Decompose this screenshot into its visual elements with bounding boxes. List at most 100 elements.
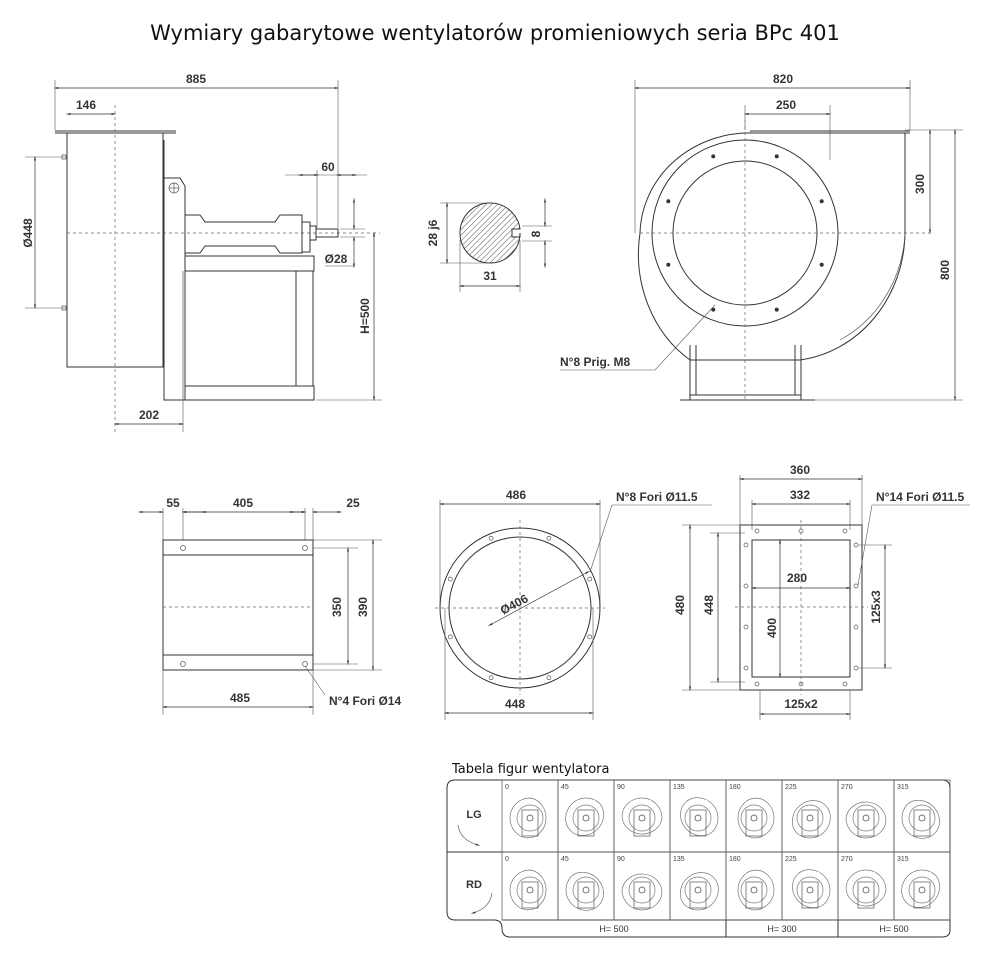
- fan-figure-cell: 90: [613, 851, 671, 921]
- fan-thumbnail-icon: [565, 797, 605, 837]
- shaft: [315, 228, 339, 238]
- height-label-2: H= 300: [767, 924, 796, 934]
- fan-thumbnail-icon: [621, 873, 663, 911]
- angle-label: 135: [673, 856, 685, 863]
- bolt-hole: [587, 634, 593, 640]
- base-plate: [184, 385, 315, 401]
- fan-thumbnail-icon: [901, 869, 941, 909]
- fan-figure-cell: 315: [893, 779, 951, 853]
- angle-label: 90: [617, 784, 625, 791]
- angle-label: 180: [729, 784, 741, 791]
- dim-shaft-diameter: Ø28: [325, 252, 348, 266]
- outlet-body: [162, 539, 314, 671]
- rotation-arrow-cw-icon: [470, 892, 493, 914]
- dim-front-width: 820: [773, 72, 793, 86]
- fan-figure-cell: 90: [613, 779, 671, 853]
- angle-label: 270: [841, 784, 853, 791]
- bolt-hole: [488, 535, 494, 541]
- angle-label: 90: [617, 856, 625, 863]
- bolt-hole: [743, 665, 749, 671]
- bolt-hole: [819, 262, 824, 267]
- bolt-hole: [666, 262, 671, 267]
- dim-flange-inner: 448: [505, 697, 525, 711]
- fan-thumbnail-icon: [680, 797, 719, 837]
- dim-outlet-d3: 25: [346, 496, 360, 510]
- bolt-hole: [853, 542, 859, 548]
- dim-outlet-flange-bolt-height: 448: [702, 595, 716, 615]
- front-bolts: [666, 154, 824, 312]
- bolt-hole: [488, 675, 494, 681]
- bolt-hole: [774, 307, 779, 312]
- angle-label: 315: [897, 784, 909, 791]
- bolt-hole: [711, 154, 716, 159]
- bolt-hole: [774, 154, 779, 159]
- page-title: Wymiary gabarytowe wentylatorów promieni…: [150, 21, 840, 45]
- bearing-support-plate: [184, 255, 315, 272]
- fan-thumbnail-icon: [509, 797, 547, 839]
- fan-figure-cell: 0: [501, 779, 559, 853]
- angle-label: 0: [505, 856, 509, 863]
- angle-label: 270: [841, 856, 853, 863]
- angle-label: 0: [505, 784, 509, 791]
- fan-thumbnail-icon: [679, 872, 719, 911]
- bolt-hole: [587, 576, 593, 582]
- dim-outlet-outer-height: 390: [356, 597, 370, 617]
- fan-figure-cell: 270: [837, 851, 895, 921]
- fan-thumbnail-icon: [737, 869, 775, 911]
- dim-bolt-circle: Ø406: [498, 591, 531, 617]
- dim-outlet-d1: 55: [166, 496, 180, 510]
- dim-inlet-offset: 146: [76, 98, 96, 112]
- inlet-flange: 486 Ø406 448 N°8 Fori Ø11.5: [435, 488, 712, 720]
- dim-base-offset: 202: [139, 408, 159, 422]
- volute-casing: [637, 132, 906, 361]
- fan-housing: [66, 132, 164, 368]
- dim-outlet-flange-bolt-width: 332: [790, 488, 810, 502]
- fan-figure-cell: 225: [781, 779, 839, 853]
- front-holes-label: N°8 Prig. M8: [560, 355, 630, 369]
- fan-figure-cell: 225: [781, 851, 839, 921]
- angle-label: 315: [897, 856, 909, 863]
- dim-outlet-length: 485: [230, 691, 250, 705]
- fan-thumbnail-icon: [845, 801, 887, 839]
- bolt-hole: [711, 307, 716, 312]
- angle-label: 225: [785, 856, 797, 863]
- bearing-housing: [184, 214, 303, 254]
- fan-thumbnail-icon: [737, 797, 775, 839]
- fan-figure-cell: 0: [501, 851, 559, 921]
- dim-shaft-height: H=500: [358, 298, 372, 334]
- dim-pitch-vertical: 125x3: [869, 590, 883, 624]
- dim-outlet-flange-outer-height: 480: [673, 595, 687, 615]
- outlet-side-view: 55 405 25 350 390 485 N°4 Fori Ø14: [137, 496, 401, 715]
- fan-figure-cell: 135: [669, 779, 727, 853]
- bolt-hole: [842, 681, 848, 687]
- fan-thumbnail-icon: [565, 871, 604, 911]
- fan-figure-cell: 180: [725, 779, 783, 853]
- dim-outlet-d2: 405: [233, 496, 253, 510]
- fan-thumbnail-icon: [509, 869, 547, 911]
- outlet-flange-holes-label: N°14 Fori Ø11.5: [876, 490, 964, 504]
- fan-figure-cell: 315: [893, 851, 951, 921]
- fan-figure-cell: 270: [837, 779, 895, 853]
- bolt-hole: [842, 528, 848, 534]
- height-label-3: H= 500: [879, 924, 908, 934]
- fan-figure-cell: 180: [725, 851, 783, 921]
- fan-thumbnail-icon: [791, 800, 831, 839]
- angle-label: 45: [561, 856, 569, 863]
- dim-outlet-flange-inner-height: 400: [765, 618, 779, 638]
- dim-shaft-length: 60: [321, 160, 335, 174]
- row-label-rd: RD: [466, 879, 482, 891]
- bolt-hole: [546, 675, 552, 681]
- fan-thumbnail-icon: [901, 799, 940, 839]
- dim-key-width: 8: [529, 230, 543, 237]
- fan-figure-cell: 135: [669, 851, 727, 921]
- table-title: Tabela figur wentylatora: [451, 762, 609, 777]
- front-view: 820 250 300 800 N°8 Prig. M8: [560, 72, 963, 402]
- bolt-hole: [743, 542, 749, 548]
- dim-outlet-offset: 250: [776, 98, 796, 112]
- dim-pitch-horizontal: 125x2: [784, 697, 818, 711]
- bolt-hole: [853, 665, 859, 671]
- rotation-arrow-ccw-icon: [457, 824, 481, 846]
- outlet-flange: 360 332 280 400 480 448 125x3 125x2 N°14…: [673, 463, 970, 720]
